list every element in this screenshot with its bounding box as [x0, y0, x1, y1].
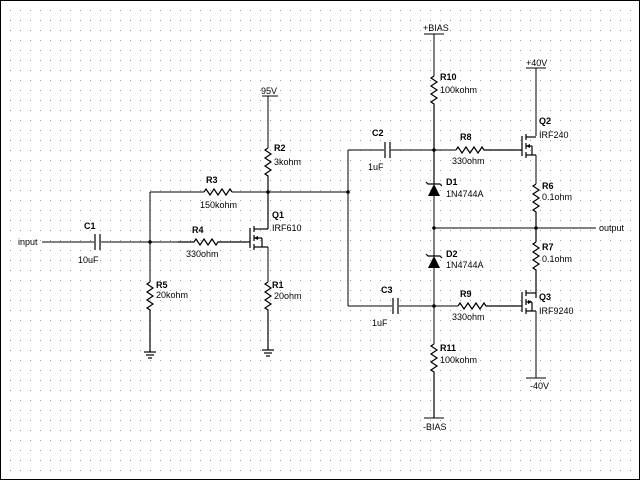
ref-r2: R2 — [274, 143, 286, 153]
mosfet-q1[interactable] — [246, 222, 269, 250]
resistor-r9[interactable] — [457, 301, 518, 311]
mosfet-q3[interactable] — [518, 290, 536, 314]
resistor-r3[interactable] — [203, 187, 233, 197]
resistor-r8[interactable] — [455, 145, 518, 155]
value-d1: 1N4744A — [446, 189, 484, 199]
value-c1: 10uF — [78, 255, 99, 265]
resistor-r10[interactable] — [429, 75, 439, 184]
ref-r8: R8 — [460, 132, 472, 142]
ref-q1: Q1 — [272, 210, 284, 220]
net-label-40v-pos: +40V — [526, 58, 547, 68]
ref-c1: C1 — [84, 221, 96, 231]
resistor-r5[interactable] — [145, 281, 155, 352]
input-stage — [42, 95, 348, 359]
output-stage — [518, 67, 596, 379]
ref-r5: R5 — [156, 280, 168, 290]
zener-diode-d2[interactable] — [425, 253, 443, 268]
value-r5: 20kohm — [156, 290, 188, 300]
value-r4: 330ohm — [186, 249, 219, 259]
resistor-r11[interactable] — [429, 343, 439, 418]
value-r7: 0.1ohm — [542, 254, 572, 264]
value-q3: IRF9240 — [539, 306, 574, 316]
net-label-bias-neg: -BIAS — [423, 422, 447, 432]
resistor-r6[interactable] — [531, 183, 541, 242]
value-c2: 1uF — [368, 162, 384, 172]
ref-r4: R4 — [192, 225, 204, 235]
value-c3: 1uF — [372, 318, 388, 328]
ref-r9: R9 — [460, 289, 472, 299]
net-label-95v: 95V — [261, 86, 277, 96]
net-label-input: input — [18, 237, 38, 247]
mosfet-q2[interactable] — [518, 134, 536, 158]
resistor-r7[interactable] — [531, 241, 541, 298]
value-r10: 100kohm — [440, 85, 477, 95]
ref-q3: Q3 — [539, 292, 551, 302]
ref-r11: R11 — [440, 343, 456, 353]
value-q1: IRF610 — [272, 223, 302, 233]
ref-q2: Q2 — [539, 116, 551, 126]
bias-network — [346, 33, 536, 419]
net-label-output: output — [599, 223, 625, 233]
resistor-r2[interactable] — [263, 147, 273, 222]
ref-r7: R7 — [542, 242, 554, 252]
ref-r10: R10 — [440, 72, 457, 82]
ref-r3: R3 — [206, 175, 218, 185]
value-r2: 3kohm — [274, 157, 301, 167]
ref-d1: D1 — [446, 177, 458, 187]
ground-symbol-r5 — [144, 351, 156, 359]
value-r9: 330ohm — [452, 312, 485, 322]
ground-symbol-r1 — [262, 349, 274, 357]
value-r3: 150kohm — [200, 200, 237, 210]
ref-c2: C2 — [372, 128, 384, 138]
ref-r1: R1 — [272, 280, 284, 290]
ref-r6: R6 — [542, 181, 554, 191]
net-label-40v-neg: -40V — [530, 381, 549, 391]
capacitor-c1[interactable] — [94, 234, 101, 250]
value-r8: 330ohm — [452, 156, 485, 166]
value-r1: 20ohm — [274, 291, 302, 301]
ref-d2: D2 — [446, 249, 458, 259]
value-q2: IRF240 — [539, 130, 569, 140]
capacitor-c3[interactable] — [392, 298, 399, 314]
capacitor-c2[interactable] — [384, 142, 391, 158]
ref-c3: C3 — [381, 285, 393, 295]
value-r11: 100kohm — [440, 355, 477, 365]
net-label-bias-pos: +BIAS — [423, 23, 449, 33]
zener-diode-d1[interactable] — [425, 181, 443, 196]
resistor-r4[interactable] — [178, 237, 246, 247]
resistor-r1[interactable] — [263, 281, 273, 350]
value-r6: 0.1ohm — [542, 192, 572, 202]
value-d2: 1N4744A — [446, 260, 484, 270]
